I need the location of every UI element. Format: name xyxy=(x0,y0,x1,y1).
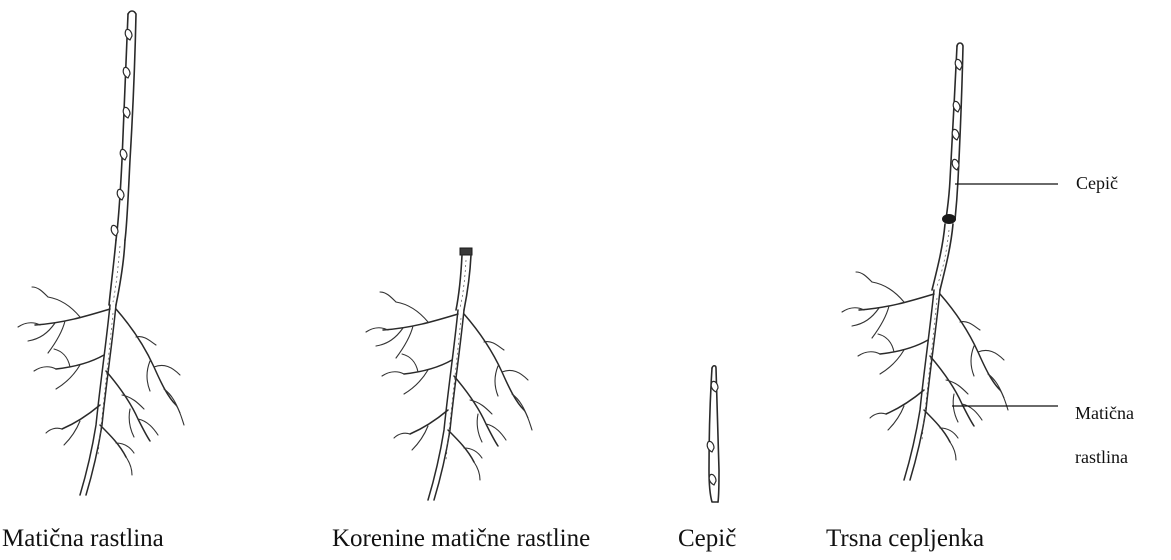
rootstock-side-label: Matična rastlina xyxy=(1075,380,1134,490)
mother-roots-drawing xyxy=(366,248,532,500)
scion-drawing xyxy=(707,366,719,502)
rootstock-side-label-line1: Matična xyxy=(1075,402,1134,424)
caption-mother-roots: Korenine matične rastline xyxy=(332,524,590,554)
graft-union xyxy=(942,214,956,224)
scion-side-label: Cepič xyxy=(1076,172,1118,194)
grafted-vine-drawing xyxy=(842,43,1008,480)
mother-plant-drawing xyxy=(18,11,184,495)
caption-grafted-vine: Trsna cepljenka xyxy=(826,524,984,554)
rootstock-side-label-line2: rastlina xyxy=(1075,446,1134,468)
caption-scion: Cepič xyxy=(678,524,736,554)
caption-mother-plant: Matična rastlina xyxy=(2,524,164,554)
